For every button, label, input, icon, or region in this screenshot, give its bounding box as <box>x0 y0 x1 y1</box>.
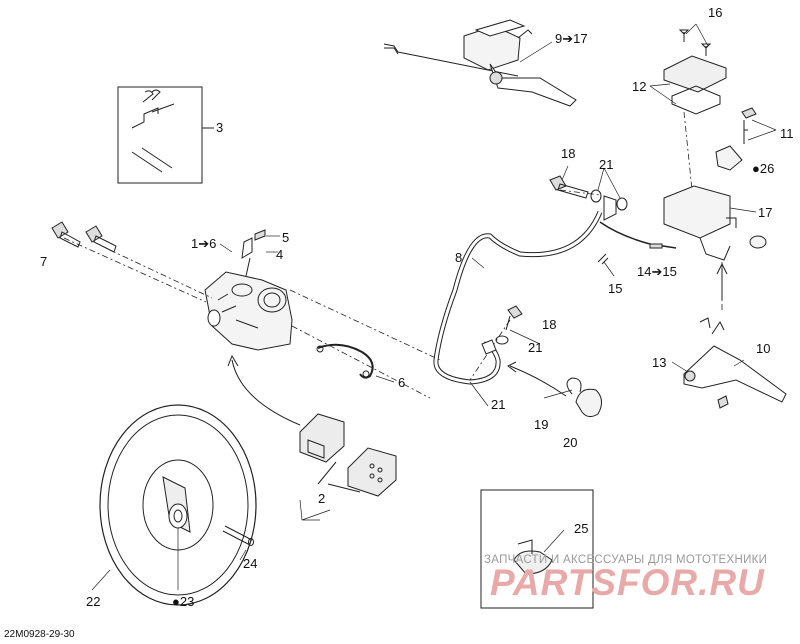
part-25-box <box>480 489 594 609</box>
callout-21-top: 21 <box>599 157 614 172</box>
leader-lines <box>91 23 777 591</box>
callout-12: 12 <box>632 79 647 94</box>
brake-lever <box>683 317 787 409</box>
callout-13: 13 <box>652 355 667 370</box>
callout-18-top: 18 <box>561 146 576 161</box>
callout-14-15: 14➔15 <box>637 264 677 279</box>
brake-line <box>433 211 603 385</box>
callout-2: 2 <box>318 491 326 506</box>
callout-16: 16 <box>708 5 723 20</box>
callout-18-mid: 18 <box>542 317 557 332</box>
callout-20: 20 <box>563 435 578 450</box>
bolt-7 <box>51 221 117 253</box>
drop-icon: ● <box>172 594 180 609</box>
callout-3: 3 <box>216 120 224 135</box>
callout-10: 10 <box>756 341 771 356</box>
parts-12-16 <box>663 29 727 115</box>
arrows <box>227 262 728 426</box>
watermark-text: ЗАПЧАСТИ И АКСЕССУАРЫ ДЛЯ МОТОТЕХНИКИ <box>484 554 768 566</box>
callout-8: 8 <box>455 250 463 265</box>
part-3-box <box>117 86 214 184</box>
master-cylinder-17 <box>663 107 767 261</box>
guide-lines <box>63 111 723 399</box>
callout-4: 4 <box>276 247 284 262</box>
callout-23-text: 23 <box>179 594 195 609</box>
diagram-code: 22M0928-29-30 <box>4 629 75 640</box>
callout-23: ●23 <box>172 594 194 609</box>
callout-15: 15 <box>608 281 623 296</box>
brake-pads <box>299 413 397 497</box>
callout-21-mid: 21 <box>528 340 543 355</box>
watermark-logo: PARTSFOR.RU <box>490 562 765 603</box>
callout-17: 17 <box>758 205 773 220</box>
drop-icon: ● <box>752 161 760 176</box>
caliper-assembly <box>204 229 293 351</box>
callout-6: 6 <box>398 375 406 390</box>
part-24-pin <box>222 525 254 546</box>
callout-25: 25 <box>574 521 589 536</box>
callout-21-bottom: 21 <box>491 397 506 412</box>
parts-19-20 <box>566 377 602 418</box>
callout-11: 11 <box>780 126 794 141</box>
callout-1-6: 1➔6 <box>191 236 217 251</box>
switch-cable <box>597 221 677 265</box>
callout-26-text: 26 <box>759 161 775 176</box>
callout-7: 7 <box>40 254 48 269</box>
part-6-wire <box>316 343 374 379</box>
callout-26: ●26 <box>752 161 774 176</box>
banjo-fittings <box>495 175 628 345</box>
callout-19: 19 <box>534 417 549 432</box>
callout-24: 24 <box>243 556 258 571</box>
handlebar-master-cylinder <box>383 19 577 107</box>
callout-9-17: 9➔17 <box>555 31 588 46</box>
callout-5: 5 <box>282 230 290 245</box>
callout-22: 22 <box>86 594 101 609</box>
